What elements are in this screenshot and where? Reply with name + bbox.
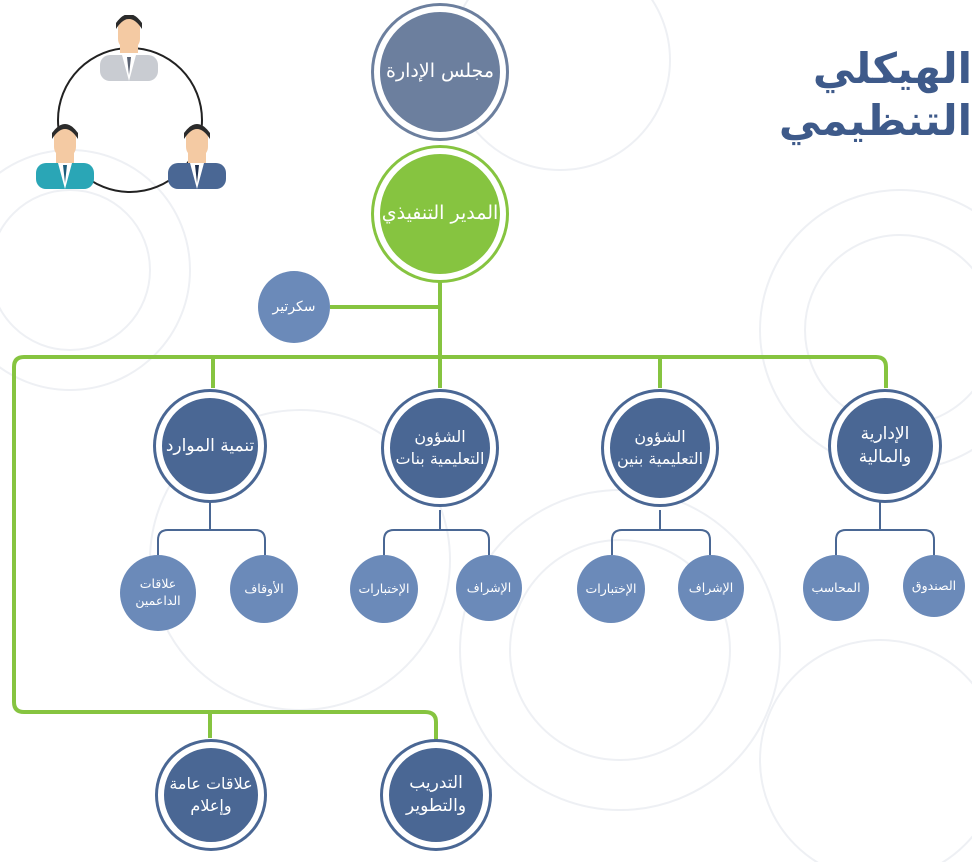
accountant-label: المحاسب — [811, 579, 861, 595]
accountant-node: المحاسب — [803, 555, 869, 621]
secretary-node: سكرتير — [258, 271, 330, 343]
admin-finance-node: الإدارية والمالية — [831, 392, 939, 500]
title-line2: التنظيمي — [778, 96, 972, 145]
supporters-relations-label: علاقات الداعمين — [135, 576, 181, 608]
exams-boys-node: الإختبارات — [577, 555, 645, 623]
secretary-label: سكرتير — [272, 298, 316, 315]
fund-label: الصندوق — [911, 577, 957, 593]
executive-node: المدير التنفيذي — [374, 148, 506, 280]
fund-node: الصندوق — [903, 555, 965, 617]
board-label: مجلس الإدارة — [386, 60, 494, 83]
resource-dev-node: تنمية الموارد — [156, 392, 264, 500]
endowments-node: الأوقاف — [230, 555, 298, 623]
girls-affairs-label: الشؤون التعليمية بنات — [395, 427, 485, 468]
exams-boys-label: الإختبارات — [585, 580, 637, 596]
public-relations-node: علاقات عامة وإعلام — [158, 742, 264, 848]
title-line1: الهيكلي — [812, 44, 972, 93]
supervision-boys-node: الإشراف — [678, 555, 744, 621]
training-label: التدريب والتطوير — [405, 773, 467, 816]
endowments-label: الأوقاف — [244, 580, 284, 596]
supervision-girls-label: الإشراف — [466, 579, 512, 595]
person-top-icon — [100, 15, 158, 81]
supervision-boys-label: الإشراف — [688, 579, 734, 595]
person-right-icon — [168, 124, 226, 189]
public-relations-label: علاقات عامة وإعلام — [169, 774, 253, 815]
boys-affairs-label: الشؤون التعليمية بنين — [616, 427, 704, 468]
training-node: التدريب والتطوير — [383, 742, 489, 848]
admin-finance-label: الإدارية والمالية — [858, 424, 912, 467]
person-left-icon — [36, 124, 94, 189]
boys-affairs-node: الشؤون التعليمية بنين — [604, 392, 716, 504]
girls-affairs-node: الشؤون التعليمية بنات — [384, 392, 496, 504]
exams-girls-label: الإختبارات — [358, 580, 410, 596]
supervision-girls-node: الإشراف — [456, 555, 522, 621]
team-circle-icon — [36, 15, 226, 193]
board-node: مجلس الإدارة — [374, 6, 506, 138]
executive-label: المدير التنفيذي — [381, 202, 499, 225]
resource-dev-label: تنمية الموارد — [165, 435, 255, 456]
supporters-relations-node: علاقات الداعمين — [120, 555, 196, 631]
exams-girls-node: الإختبارات — [350, 555, 418, 623]
